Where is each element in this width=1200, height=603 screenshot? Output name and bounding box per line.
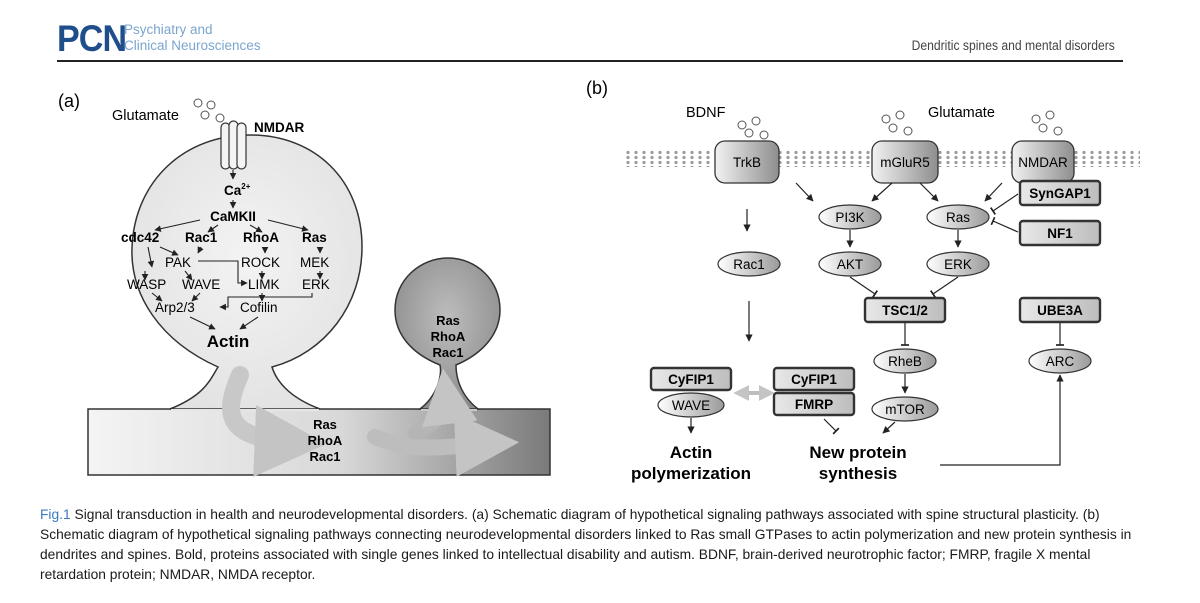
caption-text: Signal transduction in health and neurod… (40, 507, 1132, 582)
arp-label: Arp2/3 (155, 300, 195, 315)
svg-text:ARC: ARC (1046, 354, 1075, 369)
figure-1: (a) Glutamate NMDAR Ca2+ CaMKII (40, 75, 1160, 495)
svg-text:mTOR: mTOR (885, 402, 925, 417)
polymerization-label: polymerization (631, 464, 751, 483)
mglur5-label: mGluR5 (880, 155, 930, 170)
new-protein-label: New protein (809, 443, 906, 462)
glutamate-label-b: Glutamate (928, 105, 995, 121)
wave-node-b: WAVE (657, 392, 725, 418)
ca-label: Ca2+ (224, 182, 251, 198)
svg-text:TSC1/2: TSC1/2 (882, 303, 928, 318)
svg-text:PI3K: PI3K (835, 210, 864, 225)
actin-label-a: Actin (207, 332, 250, 351)
pi3k-node: PI3K (818, 204, 882, 230)
svg-text:RheB: RheB (888, 354, 922, 369)
tsc-box: TSC1/2 (863, 296, 947, 324)
figure-caption: Fig.1 Signal transduction in health and … (40, 505, 1140, 585)
journal-name-line1: Psychiatry and (124, 22, 213, 37)
erk-label-a: ERK (302, 277, 330, 292)
small-spine-ras: Ras (436, 313, 460, 328)
panel-a: (a) Glutamate NMDAR Ca2+ CaMKII (58, 91, 551, 477)
flow-arrow-right (367, 412, 520, 477)
wave-label-a: WAVE (182, 277, 220, 292)
cyfip1-box-b: CyFIP1 (772, 366, 856, 392)
ras-node-b: Ras (926, 204, 990, 230)
svg-text:Rac1: Rac1 (733, 257, 765, 272)
limk-label: LIMK (248, 277, 280, 292)
bdnf-label: BDNF (686, 105, 726, 121)
pak-label: PAK (165, 255, 191, 270)
cdc42-label-a: cdc42 (121, 230, 159, 245)
small-spine-rac1: Rac1 (432, 345, 463, 360)
journal-logo: PCN (57, 18, 127, 59)
small-spine (394, 257, 501, 410)
svg-text:UBE3A: UBE3A (1037, 303, 1083, 318)
panel-a-label: (a) (58, 91, 80, 111)
flow-arrow-left (222, 366, 327, 477)
panel-b-label: (b) (586, 78, 608, 98)
nf1-box: NF1 (1018, 219, 1102, 247)
erk-node-b: ERK (926, 251, 990, 277)
ube3a-box: UBE3A (1018, 296, 1102, 324)
glutamate-dots-a (193, 98, 225, 123)
rock-label: ROCK (241, 255, 280, 270)
glutamate-label-a: Glutamate (112, 108, 179, 124)
dendrite-rac1: Rac1 (309, 449, 340, 464)
svg-text:WAVE: WAVE (672, 398, 710, 413)
figure-diagram: (a) Glutamate NMDAR Ca2+ CaMKII (58, 78, 1140, 483)
header-rule (57, 60, 1123, 62)
synthesis-label: synthesis (819, 464, 897, 483)
svg-text:ERK: ERK (944, 257, 972, 272)
syngap1-box: SynGAP1 (1018, 179, 1102, 207)
svg-text:FMRP: FMRP (795, 397, 833, 412)
svg-text:AKT: AKT (837, 257, 863, 272)
nmdar-receptor: NMDAR (1011, 140, 1075, 184)
svg-text:CyFIP1: CyFIP1 (791, 372, 837, 387)
fmrp-box: FMRP (772, 391, 856, 417)
dendrite-ras: Ras (313, 417, 337, 432)
nmdar-label-b: NMDAR (1018, 155, 1068, 170)
ligand-dots-b (737, 110, 1063, 140)
svg-text:NF1: NF1 (1047, 226, 1073, 241)
flow-arrow-up (408, 368, 478, 440)
panel-b: (b) BDNF Glutamate TrkB mGluR5 NMDAR Syn… (586, 78, 1140, 483)
figure-id: Fig.1 (40, 507, 71, 522)
svg-text:SynGAP1: SynGAP1 (1029, 186, 1091, 201)
journal-name: Psychiatry and Clinical Neurosciences (124, 22, 261, 54)
journal-header: PCN Psychiatry and Clinical Neuroscience… (57, 18, 1123, 62)
journal-name-line2: Clinical Neurosciences (124, 38, 261, 53)
running-head: Dendritic spines and mental disorders (911, 38, 1115, 53)
camkii-arrows (154, 219, 309, 233)
mtor-node: mTOR (871, 396, 939, 422)
rac1-node-b: Rac1 (717, 251, 781, 277)
trkb-label: TrkB (733, 155, 761, 170)
arc-node: ARC (1028, 348, 1092, 374)
actin-label-b: Actin (670, 443, 713, 462)
svg-text:Ras: Ras (946, 210, 970, 225)
nmdar-label-a: NMDAR (254, 120, 304, 135)
akt-node: AKT (818, 251, 882, 277)
mek-label: MEK (300, 255, 329, 270)
camkii-label: CaMKII (210, 209, 256, 224)
pathway-arrows-b (687, 182, 1065, 466)
small-spine-rhoa: RhoA (431, 329, 466, 344)
dendrite-rhoa: RhoA (308, 433, 343, 448)
nmdar-channel-icon (220, 120, 247, 170)
trkb-receptor: TrkB (714, 140, 780, 184)
cofilin-label: Cofilin (240, 300, 278, 315)
rheb-node: RheB (873, 348, 937, 374)
mglur5-receptor: mGluR5 (871, 140, 939, 184)
wasp-label: WASP (127, 277, 166, 292)
rhoa-label-a: RhoA (243, 230, 279, 245)
svg-text:CyFIP1: CyFIP1 (668, 372, 714, 387)
cyfip1-box-a: CyFIP1 (649, 366, 733, 392)
rac1-label-a: Rac1 (185, 230, 218, 245)
large-spine (131, 134, 363, 410)
ras-label-a: Ras (302, 230, 327, 245)
